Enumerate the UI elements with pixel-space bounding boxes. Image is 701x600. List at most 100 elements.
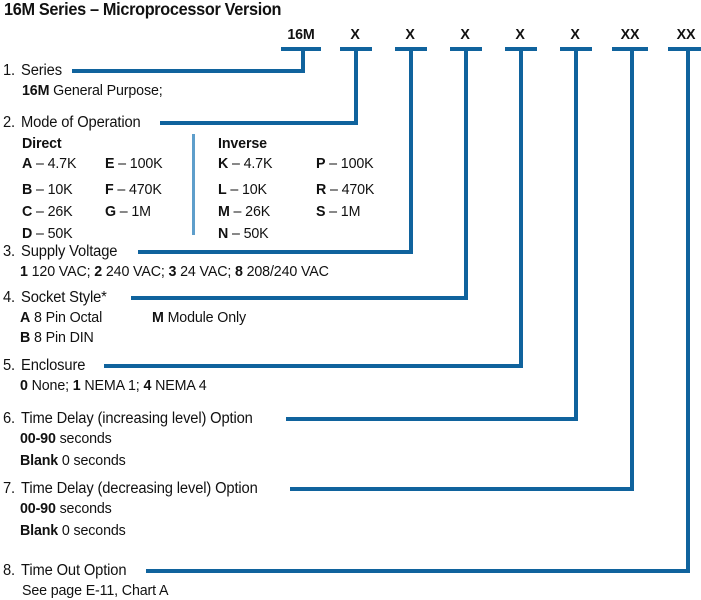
code-cell-mode: X xyxy=(350,26,360,43)
option-value: 240 VAC; xyxy=(105,263,165,280)
option-value: seconds xyxy=(59,430,112,447)
direct-option: G – 1M xyxy=(105,203,151,220)
leader-hline-delay-decreasing xyxy=(290,487,634,491)
section-6-title: Time Delay (increasing level) Option xyxy=(21,410,253,427)
option-value: 8 Pin DIN xyxy=(33,329,94,346)
option-value: NEMA 1; xyxy=(84,377,140,394)
socket-option: B 8 Pin DIN xyxy=(20,328,94,347)
section-3-heading: 3.Supply Voltage xyxy=(3,242,117,261)
leader-hline-series xyxy=(72,69,305,73)
option-value: 0 seconds xyxy=(61,522,126,539)
section-5-heading: 5.Enclosure xyxy=(3,356,85,375)
option-code: P xyxy=(316,155,326,172)
option-value: 100K xyxy=(129,155,163,172)
option-code: F xyxy=(105,181,114,198)
option-value: 10K xyxy=(47,181,73,198)
option-code: 0 xyxy=(20,377,28,394)
direct-option: A – 4.7K xyxy=(22,155,77,172)
option-value: 26K xyxy=(47,203,73,220)
option-value: 4.7K xyxy=(47,155,77,172)
direct-option: C – 26K xyxy=(22,203,73,220)
socket-option: M Module Only xyxy=(152,308,246,327)
option-code: 3 xyxy=(168,263,177,280)
option-code: A xyxy=(20,309,31,326)
option-value: 208/240 VAC xyxy=(246,263,329,280)
delay-increasing-option: Blank 0 seconds xyxy=(20,451,126,470)
leader-vline-timeout xyxy=(686,47,690,573)
section-3-title: Supply Voltage xyxy=(21,243,118,260)
inverse-option: M – 26K xyxy=(218,203,271,220)
leader-vline-voltage xyxy=(409,47,413,254)
leader-vline-delay-decreasing xyxy=(630,47,634,491)
option-code: A xyxy=(22,155,33,172)
section-2-heading: 2.Mode of Operation xyxy=(3,113,141,132)
leader-vline-enclosure xyxy=(519,47,523,368)
leader-vline-mode xyxy=(354,47,358,125)
leader-hline-voltage xyxy=(138,250,413,254)
option-code: Blank xyxy=(20,522,59,539)
option-value: 50K xyxy=(47,225,73,242)
leader-hline-delay-increasing xyxy=(286,417,578,421)
code-cell-voltage: X xyxy=(405,26,415,43)
option-value: 1M xyxy=(131,203,151,220)
code-cell-series: 16M xyxy=(287,26,315,43)
section-5-options: 0 None; 1 NEMA 1; 4 NEMA 4 xyxy=(20,376,207,395)
direct-option: B – 10K xyxy=(22,181,73,198)
section-6-number: 6. xyxy=(3,410,16,427)
delay-increasing-option: 00-90 seconds xyxy=(20,429,112,448)
section-3-options: 1 120 VAC; 2 240 VAC; 3 24 VAC; 8 208/24… xyxy=(20,262,329,281)
code-cell-timeout: XX xyxy=(676,26,696,43)
leader-vline-series xyxy=(301,47,305,73)
section-2-number: 2. xyxy=(3,114,16,131)
inverse-option: L – 10K xyxy=(218,181,267,198)
socket-option: A 8 Pin Octal xyxy=(20,308,102,327)
option-value: 26K xyxy=(245,203,271,220)
leader-hline-enclosure xyxy=(104,364,523,368)
option-code: G xyxy=(105,203,116,220)
option-value: 4.7K xyxy=(243,155,273,172)
option-code: Blank xyxy=(20,452,59,469)
inverse-option: P – 100K xyxy=(316,155,374,172)
option-value: 120 VAC; xyxy=(31,263,91,280)
section-8-detail: See page E-11, Chart A xyxy=(22,582,169,599)
option-code: B xyxy=(22,181,33,198)
section-8-heading: 8.Time Out Option xyxy=(3,561,127,580)
section-1-title: Series xyxy=(21,62,62,79)
code-cell-enclosure: X xyxy=(515,26,525,43)
option-value: 0 seconds xyxy=(61,452,126,469)
option-code: M xyxy=(152,309,164,326)
delay-decreasing-option: 00-90 seconds xyxy=(20,499,112,518)
direct-column-header: Direct xyxy=(22,135,62,152)
option-code: 1 xyxy=(72,377,81,394)
option-value: Module Only xyxy=(167,309,247,326)
option-code: K xyxy=(218,155,229,172)
option-code: D xyxy=(22,225,33,242)
option-value: None; xyxy=(31,377,69,394)
direct-option: F – 470K xyxy=(105,181,162,198)
inverse-column-header: Inverse xyxy=(218,135,267,152)
leader-vline-socket xyxy=(464,47,468,300)
page-title: 16M Series – Microprocessor Version xyxy=(4,0,282,19)
section-7-number: 7. xyxy=(3,480,16,497)
option-code: B xyxy=(20,329,31,346)
option-value: 50K xyxy=(243,225,269,242)
option-code: L xyxy=(218,181,227,198)
option-value: 470K xyxy=(128,181,162,198)
option-value: 1M xyxy=(340,203,361,220)
inverse-option: K – 4.7K xyxy=(218,155,273,172)
option-code: 2 xyxy=(94,263,103,280)
leader-hline-mode xyxy=(160,121,358,125)
direct-option: E – 100K xyxy=(105,155,163,172)
option-code: C xyxy=(22,203,33,220)
option-value: NEMA 4 xyxy=(155,377,207,394)
tbar-timeout xyxy=(668,47,701,51)
section-4-heading: 4.Socket Style* xyxy=(3,288,107,307)
option-code: E xyxy=(105,155,115,172)
option-value: 24 VAC; xyxy=(180,263,232,280)
leader-vline-delay-increasing xyxy=(574,47,578,421)
option-code: M xyxy=(218,203,230,220)
option-value: 10K xyxy=(241,181,267,198)
section-6-heading: 6. Time Delay (increasing level) Option xyxy=(3,409,253,428)
section-4-title: Socket Style* xyxy=(21,289,107,306)
section-8-number: 8. xyxy=(3,562,16,579)
